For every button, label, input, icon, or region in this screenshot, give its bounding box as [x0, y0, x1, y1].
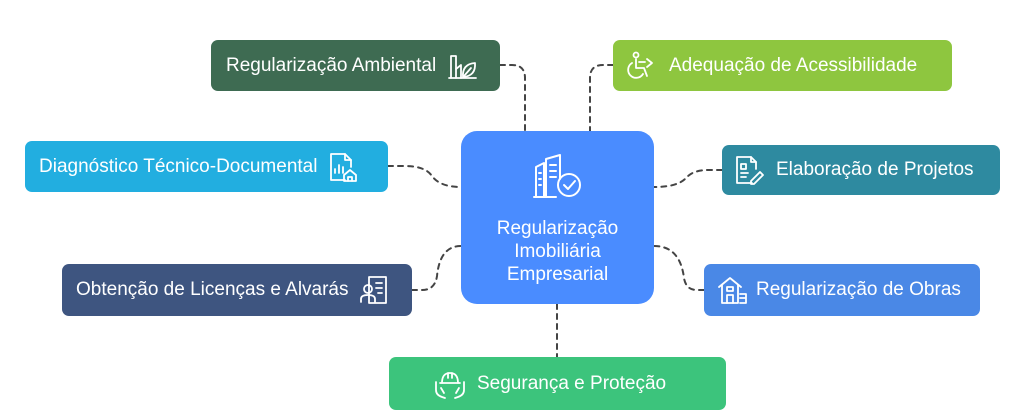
- node-label: Obtenção de Licenças e Alvarás: [76, 279, 349, 300]
- node-label: Elaboração de Projetos: [776, 159, 974, 180]
- node-regularizacao-ambiental: Regularização Ambiental: [211, 40, 500, 91]
- node-label: Segurança e Proteção: [477, 372, 667, 394]
- node-seguranca-protecao: Segurança e Proteção: [389, 357, 726, 410]
- node-label: Adequação de Acessibilidade: [669, 54, 918, 76]
- connector-obras: [653, 245, 705, 291]
- connector-diagnostico: [387, 165, 462, 188]
- connector-ambiental: [499, 64, 526, 132]
- document-house-icon: [327, 151, 359, 183]
- node-label: Regularização Ambiental: [226, 54, 437, 76]
- node-diagnostico-tecnico-documental: Diagnóstico Técnico-Documental: [25, 141, 388, 192]
- connector-licencas: [411, 245, 462, 291]
- center-node: Regularização Imobiliária Empresarial: [461, 131, 654, 304]
- node-adequacao-acessibilidade: Adequação de Acessibilidade: [613, 40, 952, 91]
- node-label: Diagnóstico Técnico-Documental: [39, 155, 318, 177]
- factory-leaf-icon: [448, 51, 478, 81]
- wheelchair-icon: [625, 51, 655, 81]
- license-certificate-icon: [359, 274, 391, 306]
- house-construction-icon: [716, 274, 748, 306]
- helmet-hands-icon: [433, 368, 467, 400]
- connector-acessibilidade: [589, 64, 614, 132]
- node-obtencao-licencas-alvaras: Obtenção de Licenças e Alvarás: [62, 264, 412, 316]
- connector-projetos: [653, 169, 723, 188]
- center-title-line2: Imobiliária: [514, 241, 601, 262]
- center-title-line1: Regularização: [496, 218, 619, 239]
- node-elaboracao-projetos: Elaboração de Projetos: [722, 145, 1000, 195]
- building-check-icon: [532, 153, 584, 205]
- center-title-line3: Empresarial: [506, 264, 609, 285]
- node-label: Regularização de Obras: [756, 279, 961, 300]
- blueprint-pencil-icon: [734, 155, 764, 185]
- node-regularizacao-obras: Regularização de Obras: [704, 264, 980, 316]
